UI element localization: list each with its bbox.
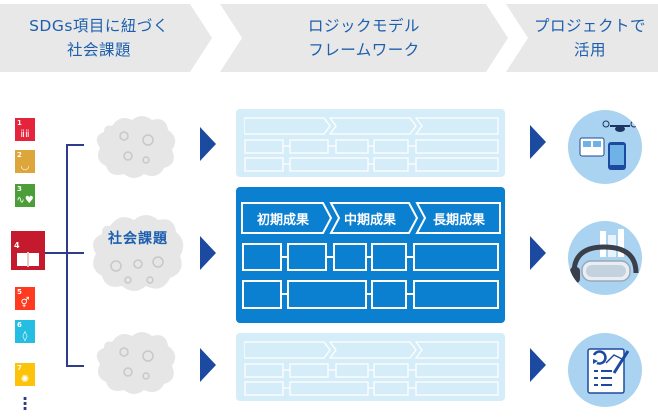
bracket-top	[66, 144, 84, 146]
outcome-initial-label: 初期成果	[256, 212, 309, 228]
sdg-goal-2: 2 ◡	[15, 150, 35, 173]
sdg-goal-number: 6	[17, 321, 22, 329]
outcome-chevron-row	[244, 341, 499, 359]
outcome-grid	[244, 363, 499, 396]
more-goals-ellipsis: ···	[22, 389, 29, 418]
sun-icon: ✺	[20, 374, 30, 385]
sdg-goal-1: 1 ⅱⅱ	[15, 118, 35, 141]
bracket-vertical	[66, 144, 68, 366]
arrow-right-icon	[530, 348, 546, 382]
social-issue-cloud-top	[96, 116, 176, 178]
arrow-right-icon	[200, 348, 216, 382]
logic-model-panel-active: 初期成果 中期成果 長期成果	[236, 187, 505, 323]
header-step-social-issues-label: SDGs項目に紐づく 社会課題	[29, 17, 169, 59]
header-step-project-use-label: プロジェクトで 活用	[533, 17, 646, 59]
header-step-project-use: プロジェクトで 活用	[506, 4, 658, 72]
arrow-right-icon	[530, 125, 546, 159]
sdg-goal-number: 3	[17, 185, 22, 193]
outcome-intermediate-label: 中期成果	[343, 212, 396, 228]
drone-smartphone-icon	[568, 110, 642, 184]
chevron-shape	[0, 4, 212, 72]
outcome-chevron-row	[244, 117, 499, 135]
report-checklist-icon	[568, 333, 642, 407]
arrow-right-icon	[530, 236, 546, 270]
people-icon: ⅱⅱ	[20, 129, 30, 140]
sdg-goal-5: 5 ⚥	[15, 287, 35, 310]
heartbeat-icon: ∿♥	[16, 195, 34, 206]
sdg-goal-number: 1	[17, 119, 22, 127]
bracket-bottom	[66, 365, 84, 367]
chevron-shape	[220, 4, 508, 72]
outcome-long-term-label: 長期成果	[432, 212, 485, 228]
logic-model-panel-bottom	[236, 333, 505, 401]
sdg-goal-4: 4	[11, 231, 45, 270]
sdg-goal-6: 6 ◊	[15, 320, 35, 343]
book-icon	[17, 252, 39, 267]
chevron-shape	[506, 4, 658, 72]
logic-model-panel-top	[236, 109, 505, 177]
sdg-goal-number: 2	[17, 151, 22, 159]
water-drop-icon: ◊	[22, 331, 28, 342]
header-step-logic-model-label: ロジックモデル フレームワーク	[307, 17, 420, 59]
social-issue-label: 社会課題	[108, 231, 168, 247]
header-step-social-issues: SDGs項目に紐づく 社会課題	[0, 4, 212, 72]
sdg-goal-7: 7 ✺	[15, 363, 35, 386]
sdg-goal-number: 7	[17, 364, 22, 372]
sdg-goal-number: 5	[17, 288, 22, 296]
arrow-right-icon	[200, 236, 216, 270]
sdg-goal-number: 4	[14, 241, 20, 250]
arrow-right-icon	[200, 127, 216, 161]
gender-icon: ⚥	[20, 298, 30, 309]
bowl-icon: ◡	[20, 161, 30, 172]
outcome-grid	[242, 243, 499, 309]
header-step-logic-model: ロジックモデル フレームワーク	[220, 4, 508, 72]
outcome-grid	[244, 139, 499, 172]
social-issue-cloud-middle	[93, 215, 184, 291]
social-issue-cloud-bottom	[96, 332, 176, 394]
bracket-middle	[45, 252, 84, 254]
vr-headset-icon	[568, 221, 642, 295]
sdg-goal-3: 3 ∿♥	[15, 184, 35, 207]
outcome-chevron-row	[241, 202, 501, 234]
